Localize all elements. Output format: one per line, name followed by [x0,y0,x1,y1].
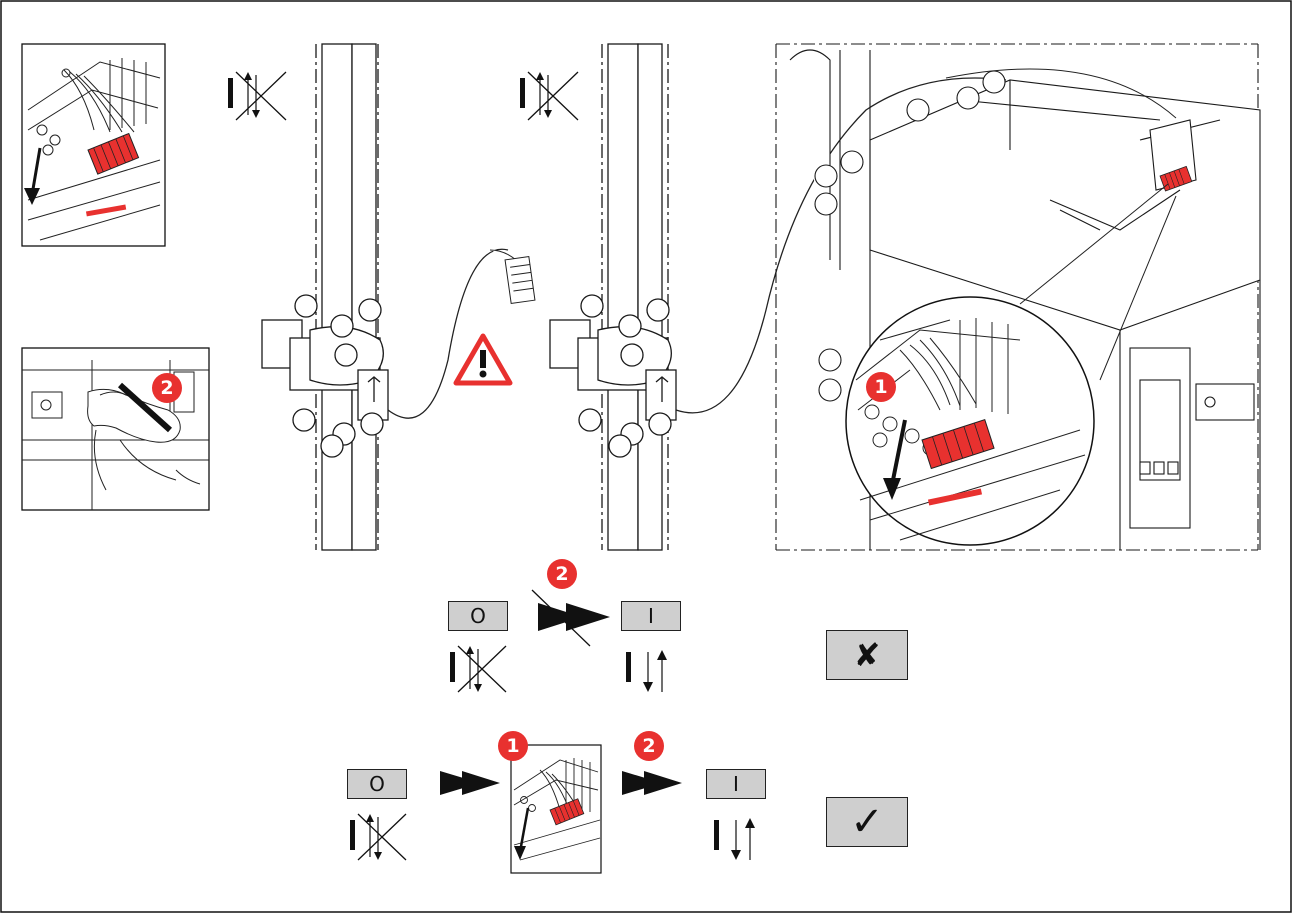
switch-closed-label-row1: I [621,601,681,631]
thumbnail-connector-insert [21,43,166,247]
thumbnail-connector-small [510,744,602,874]
connector-plug-icon [489,249,536,305]
result-wrong-box: ✘ [826,630,908,680]
busbar-assembly-2 [549,43,677,551]
no-current-symbol-row1 [450,645,507,693]
result-correct-box: ✓ [826,797,908,847]
no-current-symbol-row2 [350,813,407,861]
switch-current-icon-row1 [626,650,667,692]
no-current-symbol-top-2 [520,71,579,121]
warning-triangle-icon [453,333,513,386]
switch-closed-label-row2: I [706,769,766,799]
arrow-right-icon-2 [622,771,682,795]
connector-detail-top [1159,165,1193,192]
crossed-arrow-icon [531,589,610,647]
switch-current-icon-row2 [714,818,755,860]
cable-1 [387,248,509,419]
cross-icon: ✘ [853,636,881,674]
arrow-right-icon-1 [440,771,500,795]
step-badge-1-row2: 1 [498,731,528,761]
switch-open-label-row2: O [347,769,407,799]
busbar-assembly-1 [261,43,389,551]
switch-open-label-row1: O [448,601,508,631]
zoom-lines [945,68,1177,381]
check-icon: ✓ [850,799,884,845]
no-current-symbol-top-1 [228,71,287,121]
cable-2 [675,77,1007,414]
magnifier-detail [845,296,1095,546]
circuit-breaker-drawing [775,43,1261,551]
thumbnail-hand-push [21,347,210,511]
step-badge-2-thumbnail: 2 [152,373,182,403]
step-badge-2-row1: 2 [547,559,577,589]
step-badge-1-magnifier: 1 [866,372,896,402]
step-badge-2-row2: 2 [634,731,664,761]
